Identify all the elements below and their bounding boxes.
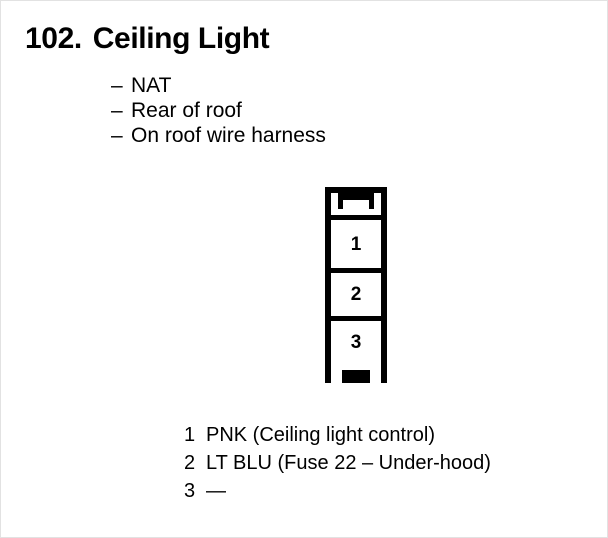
legend-pin-number: 2 [184, 452, 196, 474]
legend-row: 2 LT BLU (Fuse 22 – Under-hood) [184, 449, 491, 477]
latch-arm-right-icon [369, 193, 374, 209]
connector-foot-gap-left [331, 376, 342, 383]
pin-cell-number: 1 [350, 233, 362, 255]
page-title-text: Ceiling Light [92, 22, 270, 55]
description-item-label: NAT [131, 74, 172, 97]
connector-latch [331, 193, 381, 215]
connector-pin-cells: 1 2 3 [331, 220, 381, 364]
dash-icon: – [111, 74, 123, 97]
pin-cell: 2 [331, 268, 381, 316]
connector-keying-notch [342, 370, 370, 383]
page-title: 102. Ceiling Light [25, 21, 270, 57]
latch-divider [331, 215, 381, 220]
description-item: –On roof wire harness [111, 123, 326, 148]
connector-diagram: 1 2 3 [325, 187, 387, 383]
description-item-label: On roof wire harness [131, 124, 326, 147]
legend-row: 1 PNK (Ceiling light control) [184, 421, 491, 449]
description-item: –Rear of roof [111, 98, 326, 123]
legend-pin-number: 3 [184, 480, 196, 502]
description-list: –NAT –Rear of roof –On roof wire harness [111, 73, 326, 148]
pin-cell: 1 [331, 220, 381, 268]
description-item: –NAT [111, 73, 326, 98]
latch-slot-icon [338, 193, 374, 200]
legend-pin-description: PNK (Ceiling light control) [206, 424, 435, 446]
latch-arm-left-icon [338, 193, 343, 209]
description-item-label: Rear of roof [131, 99, 242, 122]
dash-icon: – [111, 99, 123, 122]
legend-pin-description: LT BLU (Fuse 22 – Under-hood) [206, 452, 491, 474]
pin-cell: 3 [331, 316, 381, 364]
legend-pin-description: — [206, 480, 226, 502]
legend-row: 3— [184, 477, 491, 505]
dash-icon: – [111, 124, 123, 147]
pin-cell-number: 2 [350, 284, 362, 305]
page-title-number: 102. [25, 22, 82, 55]
legend-pin-number: 1 [184, 424, 196, 446]
pin-legend: 1 PNK (Ceiling light control) 2 LT BLU (Fu… [184, 421, 491, 505]
connector-foot-gap-right [370, 376, 381, 383]
pin-cell-number: 3 [350, 332, 362, 353]
